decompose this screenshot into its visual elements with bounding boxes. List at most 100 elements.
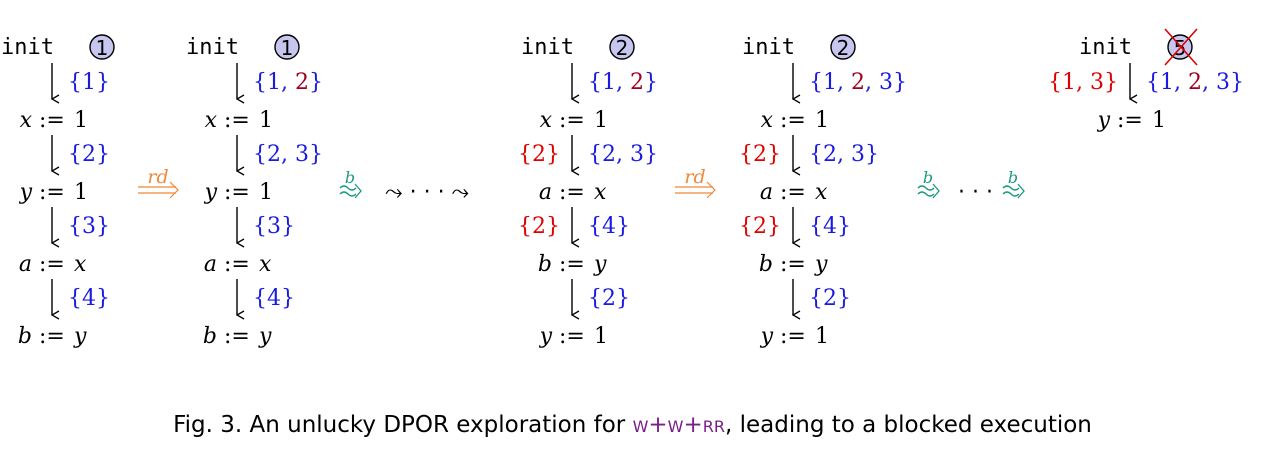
assign-op: := — [224, 324, 250, 349]
assign-rhs: 1 — [259, 180, 273, 205]
edge-label-right: {1, 2} — [253, 70, 323, 95]
assign-rhs: 1 — [815, 108, 829, 133]
step-arrow — [1002, 185, 1020, 197]
edge-label-right: {2} — [809, 286, 851, 311]
edge-label-right: {3} — [68, 214, 110, 239]
assign-lhs: y — [204, 180, 218, 205]
edge-label-right: {2, 3} — [253, 142, 323, 167]
assign-rhs: y — [814, 252, 828, 277]
assign-lhs: b — [18, 324, 32, 349]
step-label: b — [345, 168, 355, 187]
edge-label-right: {4} — [809, 214, 851, 239]
rd-transition: rd — [138, 166, 179, 199]
node-number: 1 — [281, 36, 294, 60]
edge-label-right: {1, 2} — [588, 70, 658, 95]
init-label: init — [1, 35, 54, 60]
rd-transition: rd — [675, 166, 716, 199]
assign-op: := — [780, 324, 806, 349]
edge-label-left: {2} — [739, 142, 781, 167]
init-label: init — [521, 35, 574, 60]
cross-line — [1164, 28, 1198, 66]
init-label: init — [742, 35, 795, 60]
assign-lhs: b — [203, 324, 217, 349]
step-arrowhead — [932, 183, 940, 199]
node-circle — [830, 34, 856, 60]
edge-label-right: {1, 2, 3} — [809, 70, 907, 95]
edge-label-left: {2} — [739, 214, 781, 239]
assign-lhs: x — [205, 108, 218, 133]
edge-label-left: {2} — [518, 214, 560, 239]
node-number: 1 — [96, 36, 109, 60]
step-arrow — [339, 185, 357, 197]
edge-label-right: {2} — [68, 142, 110, 167]
edge-label-left: {1, 3} — [1048, 70, 1118, 95]
step-arrowhead — [1017, 183, 1025, 199]
edge-label-right: {2, 3} — [588, 142, 658, 167]
assign-rhs: 1 — [74, 180, 88, 205]
node-number: 2 — [616, 36, 629, 60]
assign-op: := — [39, 180, 65, 205]
assign-rhs: x — [259, 252, 272, 277]
step-dots: · · · — [958, 180, 993, 205]
assign-op: := — [1117, 108, 1143, 133]
edge-label-right: {1} — [68, 70, 110, 95]
step-transition: b — [1002, 168, 1025, 199]
node-circle — [274, 34, 300, 60]
assign-lhs: a — [19, 252, 32, 277]
step-transition: b — [339, 168, 362, 199]
assign-op: := — [559, 252, 585, 277]
assign-rhs: x — [594, 180, 607, 205]
caption-test-name: w+w+rr — [632, 412, 725, 438]
assign-op: := — [224, 108, 250, 133]
edge-label-right: {2} — [588, 286, 630, 311]
assign-op: := — [780, 252, 806, 277]
step-transition: b — [917, 168, 940, 199]
assign-rhs: x — [74, 252, 87, 277]
assign-lhs: b — [759, 252, 773, 277]
caption-prefix: Fig. 3. An unlucky DPOR exploration for — [173, 412, 633, 438]
assign-rhs: 1 — [815, 324, 829, 349]
rd-arrowhead — [706, 181, 716, 199]
assign-rhs: 1 — [74, 108, 88, 133]
assign-rhs: 1 — [259, 108, 273, 133]
assign-rhs: x — [815, 180, 828, 205]
assign-op: := — [559, 324, 585, 349]
step-arrowhead — [354, 183, 362, 199]
init-label: init — [186, 35, 239, 60]
assign-op: := — [39, 252, 65, 277]
assign-rhs: 1 — [1152, 108, 1166, 133]
assign-op: := — [39, 324, 65, 349]
assign-lhs: a — [539, 180, 552, 205]
assign-op: := — [780, 180, 806, 205]
assign-lhs: x — [540, 108, 553, 133]
assign-op: := — [559, 108, 585, 133]
edge-label-right: {4} — [253, 286, 295, 311]
step-arrow — [917, 185, 935, 197]
assign-rhs: 1 — [594, 108, 608, 133]
edge-label-right: {4} — [68, 286, 110, 311]
assign-lhs: x — [20, 108, 33, 133]
assign-op: := — [780, 108, 806, 133]
edge-label-right: {2, 3} — [809, 142, 879, 167]
node-circle — [89, 34, 115, 60]
assign-op: := — [224, 252, 250, 277]
assign-lhs: y — [539, 324, 553, 349]
rd-arrowhead — [169, 181, 179, 199]
assign-rhs: y — [258, 324, 272, 349]
figure-caption: Fig. 3. An unlucky DPOR exploration for … — [0, 412, 1265, 438]
edge-label-right: {3} — [253, 214, 295, 239]
assign-lhs: a — [204, 252, 217, 277]
assign-op: := — [559, 180, 585, 205]
assign-lhs: x — [761, 108, 774, 133]
node-circle — [609, 34, 635, 60]
init-label: init — [1079, 35, 1132, 60]
assign-lhs: y — [760, 324, 774, 349]
node-number: 2 — [837, 36, 850, 60]
edge-label-right: {1, 2, 3} — [1146, 70, 1244, 95]
edge-label-right: {4} — [588, 214, 630, 239]
